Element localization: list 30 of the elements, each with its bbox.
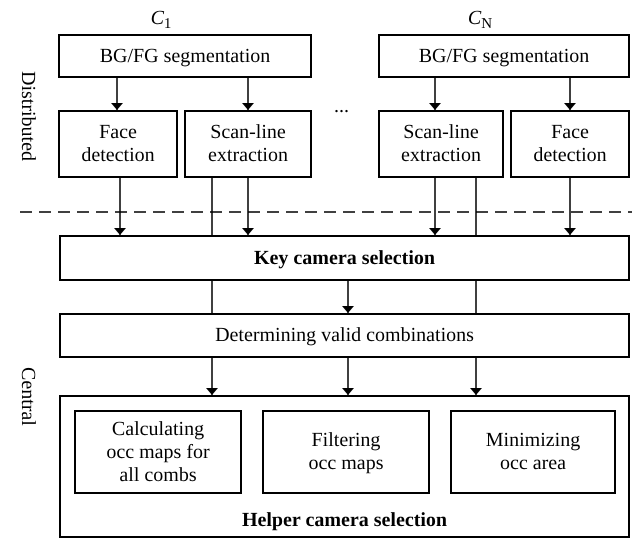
- arrow: [116, 178, 124, 235]
- arrow: [432, 78, 438, 110]
- arrow: [344, 281, 352, 313]
- process-box: Face detection: [58, 110, 178, 178]
- process-box: Minimizing occ area: [450, 410, 616, 494]
- arrow: [244, 78, 252, 110]
- process-box: Scan-line extraction: [378, 110, 504, 178]
- ellipsis-label: ...: [334, 96, 349, 116]
- arrow: [566, 78, 574, 110]
- process-box: Filtering occ maps: [262, 410, 430, 494]
- node-caption: C$_{1}$: [150, 8, 172, 28]
- arrow: [244, 178, 252, 235]
- process-box: BG/FG segmentation: [378, 34, 630, 78]
- arrow: [566, 178, 574, 235]
- arrow: [344, 358, 352, 395]
- process-box: Determining valid combinations: [59, 313, 630, 358]
- group-title: Helper camera selection: [242, 509, 448, 532]
- section-label: Central: [16, 366, 38, 428]
- process-box: Calculating occ maps for all combs: [74, 410, 242, 494]
- arrow: [208, 358, 216, 395]
- section-label: Distributed: [16, 70, 38, 163]
- arrow: [114, 78, 120, 110]
- process-box: Face detection: [510, 110, 630, 178]
- process-box: BG/FG segmentation: [58, 34, 312, 78]
- process-box: Key camera selection: [59, 235, 630, 281]
- process-box: Scan-line extraction: [184, 110, 312, 178]
- node-caption: C$_{N}$: [466, 8, 494, 28]
- group-box: [59, 395, 630, 538]
- arrow: [432, 178, 438, 235]
- arrow: [472, 358, 480, 395]
